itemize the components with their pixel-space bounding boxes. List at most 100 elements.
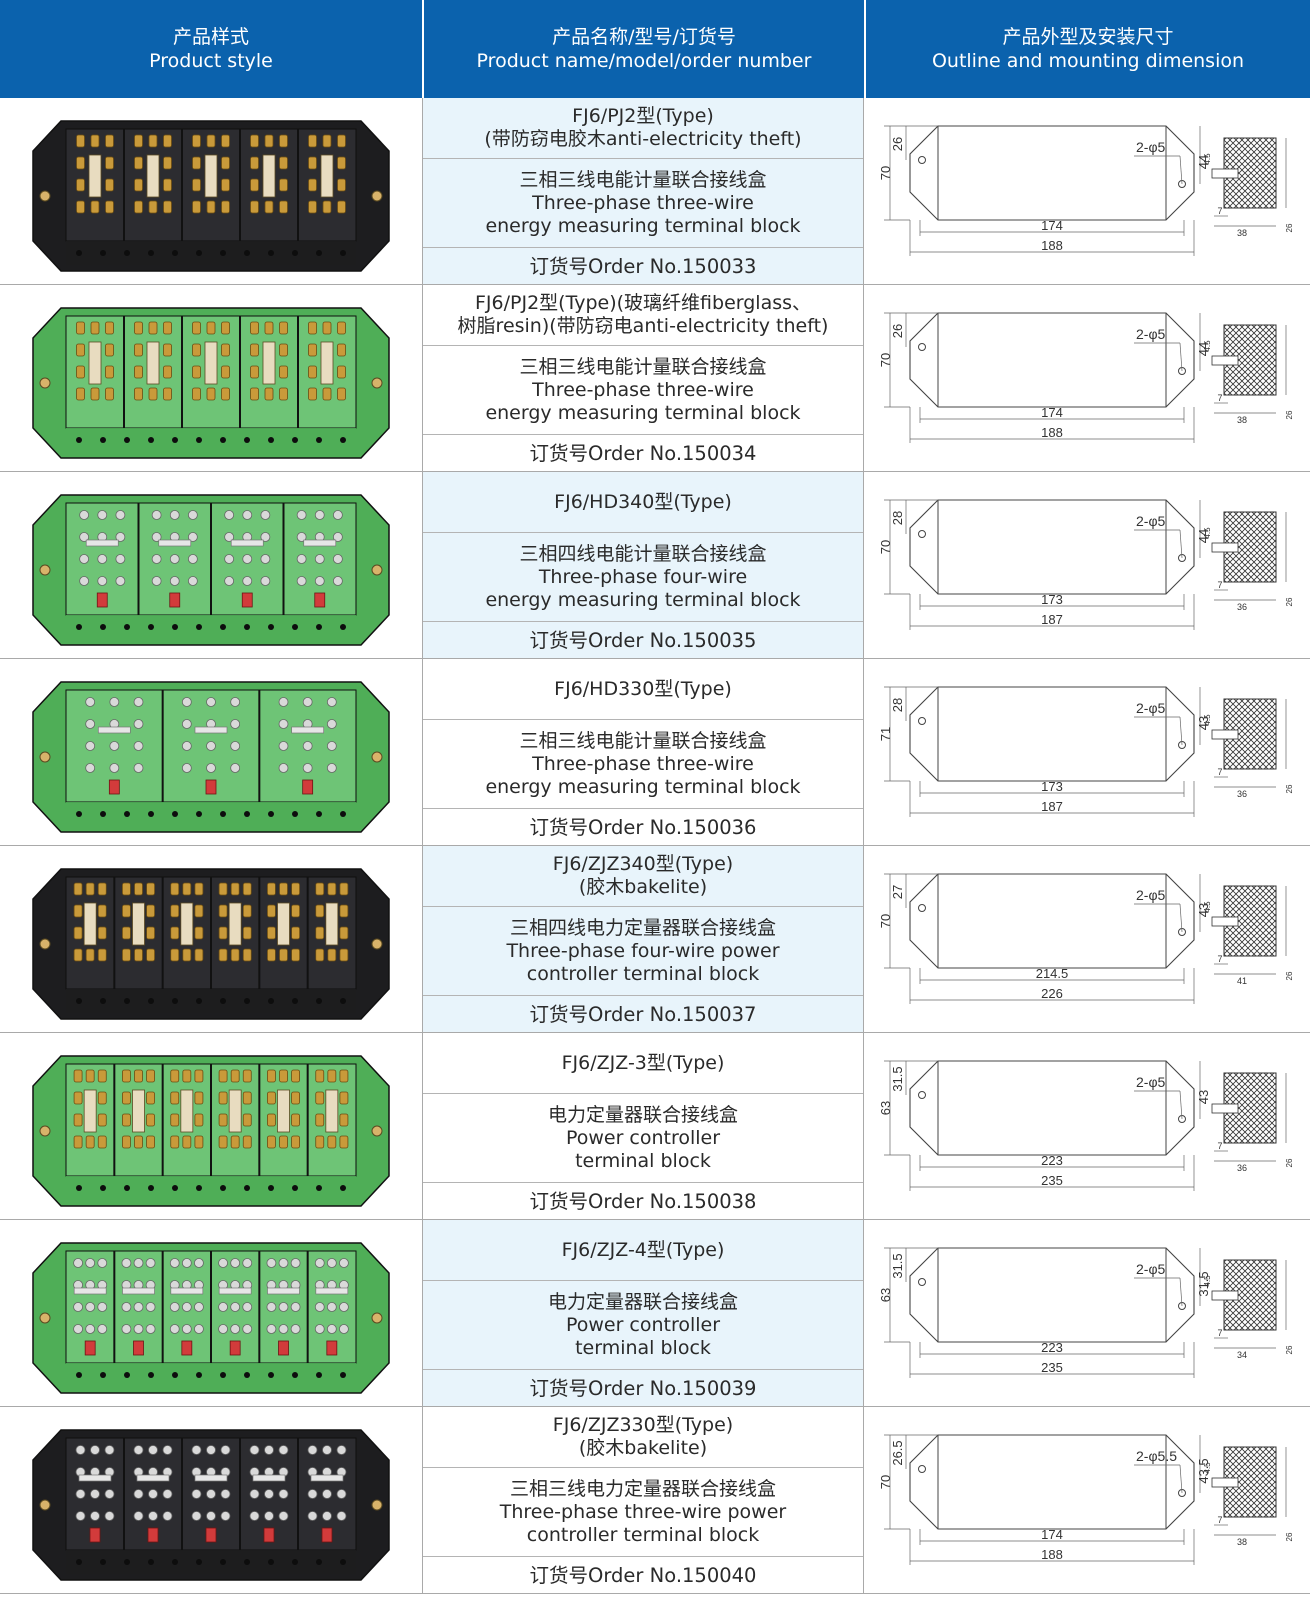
model-line: (胶木bakelite) <box>578 876 708 898</box>
dim-side-width: 38 <box>1237 1537 1247 1547</box>
name-line: energy measuring terminal block <box>485 588 801 611</box>
dim-height: 70 <box>878 166 893 180</box>
order-number: 订货号Order No.150034 <box>423 435 863 471</box>
product-photo-cell <box>0 1220 422 1406</box>
outline-drawing <box>884 1247 1201 1378</box>
dim-outer-length: 235 <box>1041 1360 1063 1375</box>
name-line: Three-phase three-wire power <box>499 1500 787 1523</box>
name-line: 三相四线电能计量联合接线盒 <box>519 542 767 565</box>
dim-top-offset: 31.5 <box>890 1066 905 1091</box>
name-line: energy measuring terminal block <box>485 214 801 237</box>
model-line: FJ6/PJ2型(Type)(玻璃纤维fiberglass、 <box>474 292 812 314</box>
dim-side-end: 26 <box>1285 597 1294 606</box>
dim-right: 31.5 <box>1196 1271 1211 1296</box>
dim-side-width: 38 <box>1237 228 1247 238</box>
order-number: 订货号Order No.150039 <box>423 1370 863 1406</box>
product-model: FJ6/HD340型(Type) <box>423 472 863 532</box>
dim-side-end: 26 <box>1285 410 1294 419</box>
name-line: Three-phase three-wire <box>532 752 754 775</box>
order-number: 订货号Order No.150037 <box>423 996 863 1032</box>
product-model: FJ6/ZJZ-3型(Type) <box>423 1033 863 1093</box>
dim-top-offset: 26 <box>890 137 905 151</box>
dim-height: 70 <box>878 1475 893 1489</box>
header-cn: 产品样式 <box>172 26 249 48</box>
product-model: FJ6/PJ2型(Type)(带防窃电胶木anti-electricity th… <box>423 98 863 158</box>
dim-height: 70 <box>878 914 893 928</box>
dim-inner-length: 173 <box>1041 592 1063 607</box>
product-photo-cell <box>0 98 422 284</box>
dim-side-end: 26 <box>1285 971 1294 980</box>
terminal-block-body <box>32 680 390 833</box>
dim-side-small: 4.5 <box>1203 1462 1212 1474</box>
order-number-text: 订货号Order No.150036 <box>529 815 757 839</box>
dim-top-offset: 26.5 <box>890 1440 905 1465</box>
terminal-block-body <box>32 119 390 272</box>
order-number: 订货号Order No.150036 <box>423 809 863 845</box>
dim-side-gap: 7 <box>1217 206 1222 216</box>
side-view-drawing <box>1211 885 1287 975</box>
dim-top-offset: 28 <box>890 511 905 525</box>
dim-side-small: 4.5 <box>1203 714 1212 726</box>
dim-side-gap: 7 <box>1217 954 1222 964</box>
model-line: FJ6/PJ2型(Type) <box>572 105 714 127</box>
product-name-cell: FJ6/PJ2型(Type)(带防窃电胶木anti-electricity th… <box>422 98 864 284</box>
side-view-drawing <box>1211 324 1287 414</box>
dim-hole: 2-φ5 <box>1136 1074 1166 1090</box>
dim-side-small: 4.5 <box>1203 527 1212 539</box>
header-cn: 产品外型及安装尺寸 <box>1002 26 1174 48</box>
dim-height: 71 <box>878 727 893 741</box>
dim-right: 43 <box>1196 1090 1211 1104</box>
model-line: (胶木bakelite) <box>578 1437 708 1459</box>
model-line: FJ6/HD330型(Type) <box>554 677 732 700</box>
name-line: 三相三线电能计量联合接线盒 <box>519 168 767 191</box>
model-line: FJ6/ZJZ-4型(Type) <box>561 1238 725 1261</box>
dim-outer-length: 188 <box>1041 1547 1063 1562</box>
dim-side-end: 26 <box>1285 784 1294 793</box>
terminal-block-photo-icon <box>32 493 390 646</box>
terminal-block-photo-icon <box>32 1428 390 1581</box>
header-dimensions: 产品外型及安装尺寸 Outline and mounting dimension <box>864 0 1310 98</box>
terminal-block-body <box>32 1428 390 1581</box>
product-name-cell: FJ6/PJ2型(Type)(玻璃纤维fiberglass、树脂resin)(带… <box>422 285 864 471</box>
outline-drawing <box>884 1060 1201 1191</box>
outline-drawing <box>884 499 1201 630</box>
terminal-block-photo-icon <box>32 1241 390 1394</box>
name-line: energy measuring terminal block <box>485 401 801 424</box>
table-header: 产品样式 Product style 产品名称/型号/订货号 Product n… <box>0 0 1310 98</box>
side-view-drawing <box>1211 1446 1287 1536</box>
dim-side-small: 4.5 <box>1203 340 1212 352</box>
dim-right: 44 <box>1196 342 1211 356</box>
name-line: controller terminal block <box>526 962 760 985</box>
dim-side-gap: 7 <box>1217 1515 1222 1525</box>
terminal-block-photo-icon <box>32 867 390 1020</box>
product-name-cell: FJ6/ZJZ340型(Type)(胶木bakelite)三相四线电力定量器联合… <box>422 846 864 1032</box>
dim-side-width: 34 <box>1237 1350 1247 1360</box>
model-line: (带防窃电胶木anti-electricity theft) <box>484 128 802 150</box>
dim-hole: 2-φ5 <box>1136 887 1166 903</box>
outline-drawing <box>884 873 1201 1004</box>
product-row: FJ6/ZJZ340型(Type)(胶木bakelite)三相四线电力定量器联合… <box>0 846 1310 1033</box>
dim-outer-length: 187 <box>1041 799 1063 814</box>
product-photo-cell <box>0 1407 422 1593</box>
outline-drawing <box>884 686 1201 817</box>
name-line: 三相四线电力定量器联合接线盒 <box>509 916 776 939</box>
dim-side-gap: 7 <box>1217 767 1222 777</box>
side-view-drawing <box>1211 137 1287 227</box>
dim-side-width: 36 <box>1237 789 1247 799</box>
name-line: Power controller <box>565 1126 721 1149</box>
